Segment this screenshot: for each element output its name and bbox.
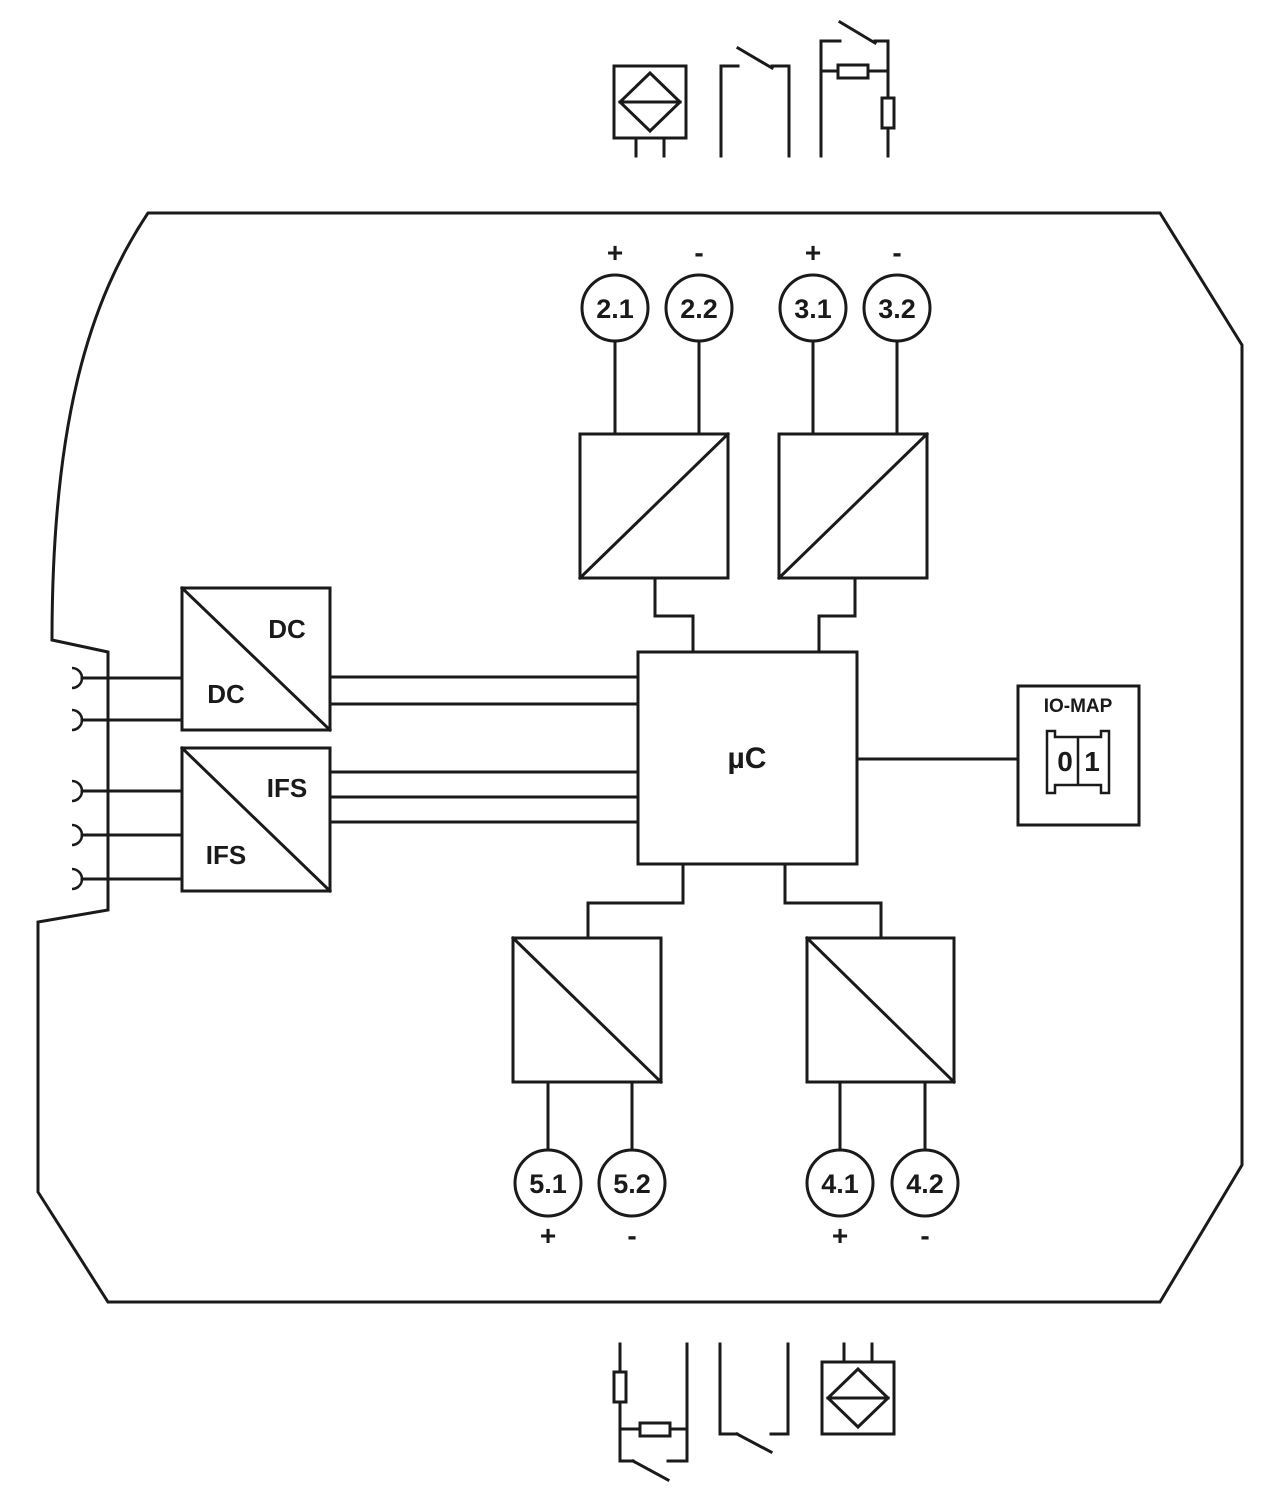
dc-converter-top-label: DC: [268, 614, 306, 644]
resistor-contact-icon: [612, 1342, 689, 1483]
terminal-2-1-label: 2.1: [596, 294, 634, 324]
top-sensor-symbol-group: [612, 19, 896, 158]
terminal-3-2-sign: -: [892, 237, 901, 268]
terminal-4-1: 4.1 +: [805, 1148, 875, 1251]
terminal-2-2-sign: -: [694, 237, 703, 268]
isolation-block-channel-3: [776, 431, 930, 581]
terminal-5-2-sign: -: [627, 1220, 636, 1251]
terminal-2-2: - 2.2: [664, 237, 734, 343]
terminal-2-1-sign: +: [607, 237, 623, 268]
bottom-sensor-symbol-group: [612, 1342, 896, 1483]
housing-outline: [36, 211, 1244, 1304]
switch-contact-icon: [719, 45, 791, 158]
dip-switch-position-0: 0: [1057, 746, 1073, 777]
dc-dc-converter-block: DC DC: [179, 585, 333, 733]
isolation-block-channel-2: [577, 431, 731, 581]
terminal-4-2: 4.2 -: [890, 1148, 960, 1251]
terminal-4-2-sign: -: [920, 1220, 929, 1251]
din-rail-bus-contacts: [71, 666, 184, 891]
current-source-icon: [820, 1342, 896, 1436]
terminal-5-1: 5.1 +: [513, 1148, 583, 1251]
switch-contact-icon: [718, 1342, 790, 1455]
terminal-4-2-label: 4.2: [906, 1169, 944, 1199]
isolation-block-channel-4: [804, 935, 957, 1085]
terminal-4-1-sign: +: [832, 1220, 848, 1251]
terminal-3-1-label: 3.1: [794, 294, 832, 324]
terminal-3-2: - 3.2: [862, 237, 932, 343]
terminal-5-1-label: 5.1: [529, 1169, 567, 1199]
io-map-label: IO-MAP: [1044, 696, 1113, 717]
terminal-5-1-sign: +: [540, 1220, 556, 1251]
terminal-5-2: 5.2 -: [597, 1148, 667, 1251]
ifs-interface-block: IFS IFS: [179, 745, 333, 894]
resistor-contact-icon: [819, 19, 896, 158]
terminal-2-2-label: 2.2: [680, 294, 718, 324]
terminal-2-1: + 2.1: [580, 237, 650, 343]
terminal-3-2-label: 3.2: [878, 294, 916, 324]
dip-switch-position-1: 1: [1084, 746, 1100, 777]
terminal-4-1-label: 4.1: [821, 1169, 859, 1199]
microcontroller-block: µC: [636, 650, 859, 866]
terminal-5-2-label: 5.2: [613, 1169, 651, 1199]
ifs-block-top-label: IFS: [267, 773, 307, 803]
terminal-3-1: + 3.1: [778, 237, 848, 343]
microcontroller-label: µC: [728, 742, 767, 775]
isolation-block-channel-5: [510, 935, 664, 1085]
ifs-block-bottom-label: IFS: [206, 840, 246, 870]
io-map-block: IO-MAP 0 1: [1016, 684, 1141, 827]
dc-converter-bottom-label: DC: [207, 679, 245, 709]
dip-switch-icon: 0 1: [1045, 729, 1111, 795]
terminal-3-1-sign: +: [805, 237, 821, 268]
